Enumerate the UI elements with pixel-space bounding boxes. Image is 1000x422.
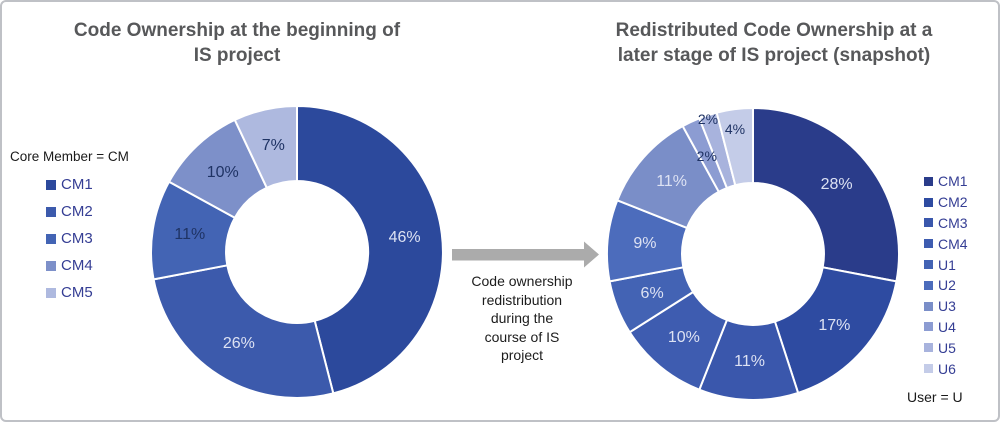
percent-label-CM2: 17%	[818, 316, 851, 334]
arrow-caption: Code ownership redistribution during the…	[471, 273, 573, 364]
legend-label: CM4	[938, 235, 968, 252]
percent-label-U3: 11%	[656, 173, 688, 191]
percent-label-U1: 6%	[640, 284, 664, 302]
donut-slice-CM1	[752, 107, 900, 283]
percent-label-CM2: 26%	[222, 334, 255, 352]
legend-item-CM2: CM2	[46, 198, 93, 225]
legend-heading-core-member: Core Member = CM	[10, 149, 129, 164]
donut-slice-CM1	[296, 105, 444, 395]
legend-item-U4: U4	[924, 317, 968, 338]
legend-footer-user: User = U	[907, 389, 963, 405]
chart-title-right: Redistributed Code Ownership at a later …	[615, 20, 933, 66]
legend-swatch-icon	[46, 287, 56, 298]
legend-item-CM5: CM5	[46, 279, 93, 306]
percent-label-CM3: 11%	[174, 226, 206, 244]
legend-label: CM5	[61, 284, 93, 301]
percent-label-CM5: 7%	[261, 137, 285, 155]
legend-swatch-icon	[924, 176, 933, 186]
legend-item-CM1: CM1	[46, 171, 93, 198]
legend-label: CM2	[938, 194, 968, 211]
legend-swatch-icon	[924, 218, 933, 228]
percent-label-U2: 9%	[633, 234, 657, 252]
legend-item-U2: U2	[924, 275, 968, 296]
legend-label: U3	[938, 298, 956, 315]
legend-label: U6	[938, 360, 956, 377]
legend-item-CM4: CM4	[46, 252, 93, 279]
percent-label-U5: 2%	[697, 111, 719, 127]
legend-swatch-icon	[924, 260, 933, 270]
legend-swatch-icon	[924, 239, 933, 249]
percent-label-CM1: 28%	[820, 175, 853, 193]
legend-swatch-icon	[924, 280, 933, 290]
legend-item-CM4: CM4	[924, 233, 968, 254]
legend-label: CM4	[61, 257, 93, 274]
legend-label: U4	[938, 318, 956, 335]
legend-label: U1	[938, 256, 956, 273]
legend-swatch-icon	[924, 301, 933, 311]
donut-slice-CM2	[152, 264, 335, 399]
percent-label-CM4: 10%	[667, 328, 700, 346]
legend-swatch-icon	[924, 322, 933, 332]
legend-label: CM3	[61, 230, 93, 247]
percent-label-CM1: 46%	[388, 229, 421, 247]
percent-label-U6: 4%	[724, 121, 746, 137]
legend-item-U6: U6	[924, 358, 968, 379]
legend-swatch-icon	[46, 233, 56, 244]
right-arrow-icon	[452, 241, 599, 268]
legend-label: CM3	[938, 214, 968, 231]
legend-swatch-icon	[924, 197, 933, 207]
legend-item-CM3: CM3	[924, 213, 968, 234]
legend-label: CM2	[61, 203, 93, 220]
donut-right	[606, 107, 900, 401]
donut-slice-CM2	[773, 266, 898, 394]
legend-item-CM2: CM2	[924, 192, 968, 213]
donut-left	[150, 105, 444, 399]
legend-label: U2	[938, 277, 956, 294]
legend-item-U3: U3	[924, 296, 968, 317]
legend-swatch-icon	[924, 364, 933, 374]
percent-label-CM3: 11%	[734, 353, 765, 371]
percent-label-U4: 2%	[696, 147, 717, 164]
chart-title-left: Code Ownership at the beginning of IS pr…	[73, 20, 401, 66]
donut-slice-U6	[715, 107, 754, 187]
legend-label: U5	[938, 339, 956, 356]
legend-item-CM3: CM3	[46, 225, 93, 252]
legend-swatch-icon	[46, 206, 56, 217]
donut-slice-CM5	[233, 105, 298, 189]
legend-swatch-icon	[46, 260, 56, 271]
percent-label-CM4: 10%	[206, 163, 239, 181]
legend-swatch-icon	[46, 179, 56, 190]
legend-swatch-icon	[924, 343, 933, 353]
legend-item-U5: U5	[924, 337, 968, 358]
legend-label: CM1	[61, 176, 93, 193]
legend-label: CM1	[938, 173, 968, 190]
legend-item-CM1: CM1	[924, 171, 968, 192]
legend-item-U1: U1	[924, 254, 968, 275]
